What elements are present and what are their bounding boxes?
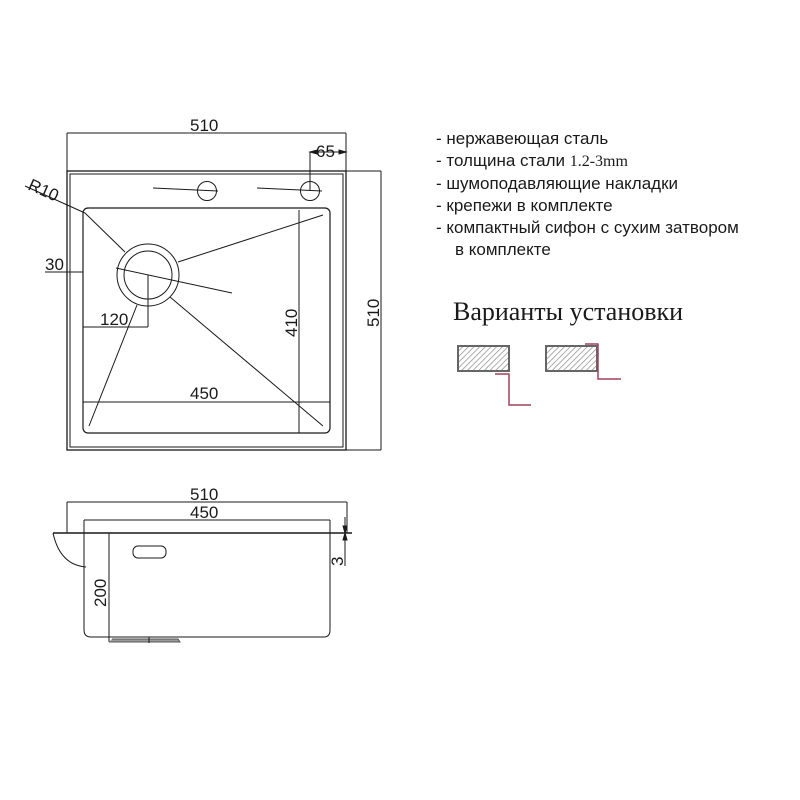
feature-text: - толщина стали [436, 151, 570, 170]
dim-bowl-length: 410 [282, 309, 301, 337]
dim-bowl-depth: 200 [91, 579, 110, 607]
dim-tap-hole-offset: 65 [316, 142, 335, 161]
dim-rim-thickness: 3 [328, 557, 347, 566]
steel-thickness-value: 1.2-3mm [569, 153, 628, 170]
feature-item: - толщина стали 1.2-3mm [436, 150, 739, 173]
feature-item: - крепежи в комплекте [436, 195, 739, 217]
feature-text: в комплекте [455, 240, 551, 259]
dim-bowl-width: 450 [190, 384, 218, 403]
feature-item: - компактный сифон с сухим затвором [436, 217, 739, 239]
dim-side-overall-width: 510 [190, 485, 218, 504]
feature-text: - компактный сифон с сухим затвором [436, 218, 739, 237]
dim-corner-radius: R10 [25, 175, 61, 205]
dim-side-bowl-width: 450 [190, 503, 218, 522]
feature-text: - шумоподавляющие накладки [436, 174, 679, 193]
dim-top-overall-width: 510 [190, 116, 218, 135]
feature-list: - нержавеющая сталь - толщина стали 1.2-… [436, 128, 739, 261]
feature-item: - нержавеющая сталь [436, 128, 739, 150]
feature-item-continuation: в комплекте [436, 239, 739, 261]
feature-text: - нержавеющая сталь [436, 129, 609, 148]
side-view [52, 501, 352, 643]
dim-top-overall-length: 510 [364, 299, 383, 327]
feature-item: - шумоподавляющие накладки [436, 173, 739, 195]
top-view [24, 132, 382, 451]
dim-drain-offset: 120 [100, 310, 128, 329]
dim-rim-offset: 30 [45, 255, 64, 274]
installation-options-title: Варианты установки [453, 297, 684, 326]
install-option-undermount [457, 345, 531, 406]
feature-text: - крепежи в комплекте [436, 196, 613, 215]
install-option-flush-mount [545, 343, 621, 380]
